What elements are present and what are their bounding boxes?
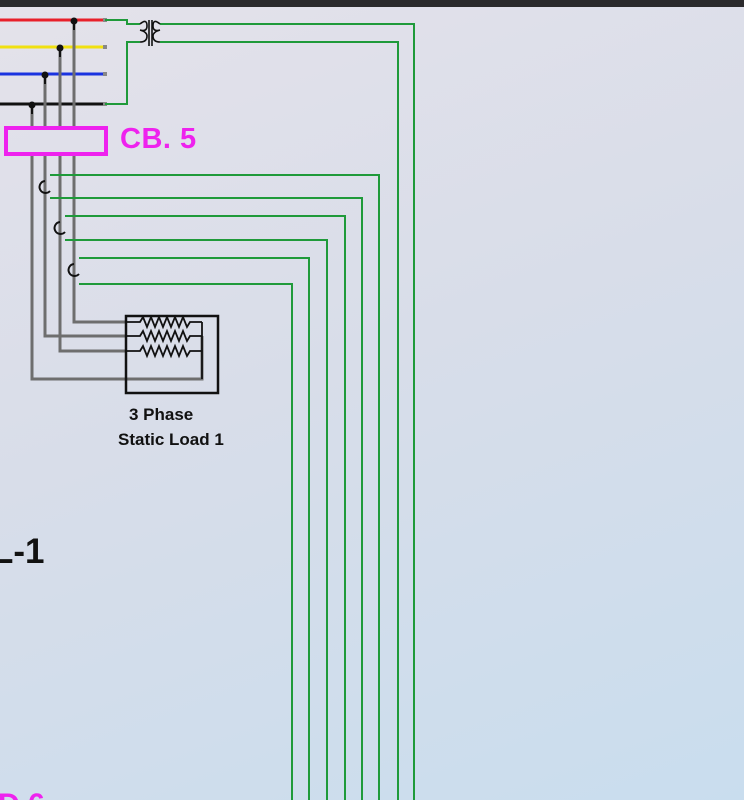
current-transformer-icon (38, 180, 80, 277)
voltage-sense-wires (105, 19, 415, 800)
magenta-label-fragment: D 6 (0, 786, 48, 800)
circuit-breaker (4, 126, 108, 156)
current-sense-wires (50, 174, 380, 800)
load-label-line1: 3 Phase (129, 405, 194, 424)
bus-tap-stubs (31, 20, 75, 114)
top-bar (0, 0, 744, 7)
resistor-bank-icon (126, 314, 203, 379)
bus-bars (0, 18, 107, 106)
left-label-fragment: L-1 (0, 532, 45, 571)
static-load-box (124, 314, 220, 395)
breaker-label: CB. 5 (120, 123, 197, 155)
load-label-line2: Static Load 1 (118, 430, 224, 449)
transformer-icon (139, 20, 161, 46)
canvas-background (0, 7, 744, 800)
svg-text:D 6: D 6 (0, 788, 45, 800)
bus-junction-dots (28, 17, 78, 109)
